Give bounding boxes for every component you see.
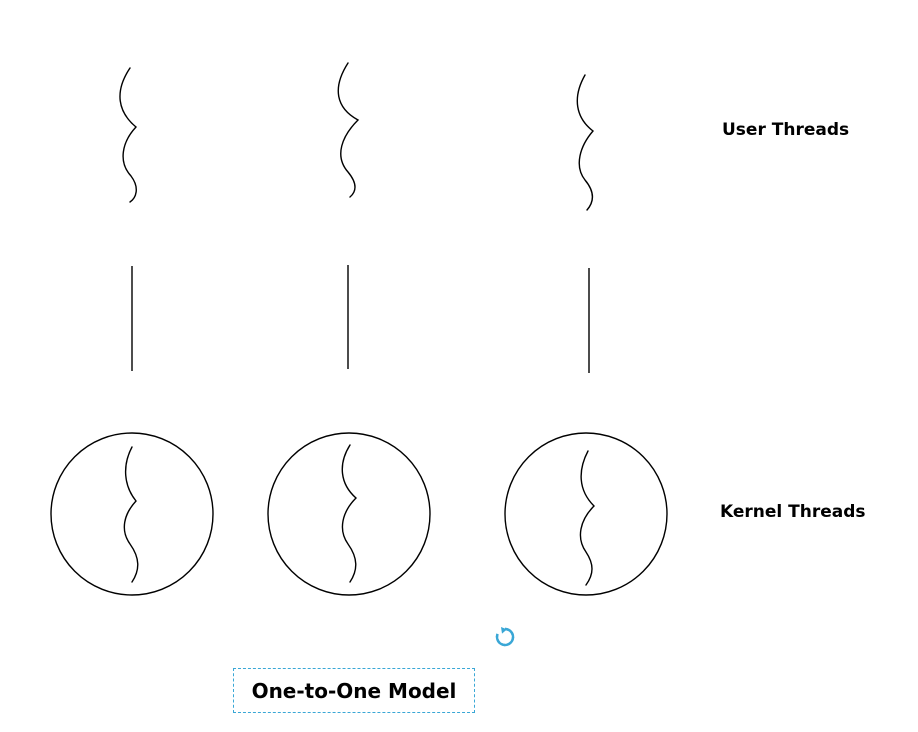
kernel-thread-3-wave: [579, 450, 595, 586]
user-thread-1[interactable]: [119, 67, 138, 203]
kernel-thread-2-wave: [341, 444, 358, 583]
mapping-connectors: [131, 265, 590, 373]
user-thread-2[interactable]: [337, 62, 360, 198]
kernel-thread-1[interactable]: [50, 432, 214, 596]
diagram-title-box[interactable]: One-to-One Model: [233, 668, 475, 713]
kernel-thread-1-wave: [123, 446, 139, 583]
user-threads-label: User Threads: [722, 120, 849, 140]
kernel-thread-1-circle: [50, 432, 214, 596]
kernel-thread-3-circle: [504, 432, 668, 596]
kernel-thread-3[interactable]: [504, 432, 668, 596]
diagram-title: One-to-One Model: [251, 678, 457, 703]
kernel-threads-label: Kernel Threads: [720, 502, 866, 522]
kernel-threads-row: [50, 432, 668, 596]
user-thread-3[interactable]: [576, 74, 595, 211]
user-threads-row: [119, 62, 595, 211]
kernel-thread-2-circle: [267, 432, 431, 596]
kernel-thread-2[interactable]: [267, 432, 431, 596]
rotate-icon[interactable]: [494, 626, 516, 648]
